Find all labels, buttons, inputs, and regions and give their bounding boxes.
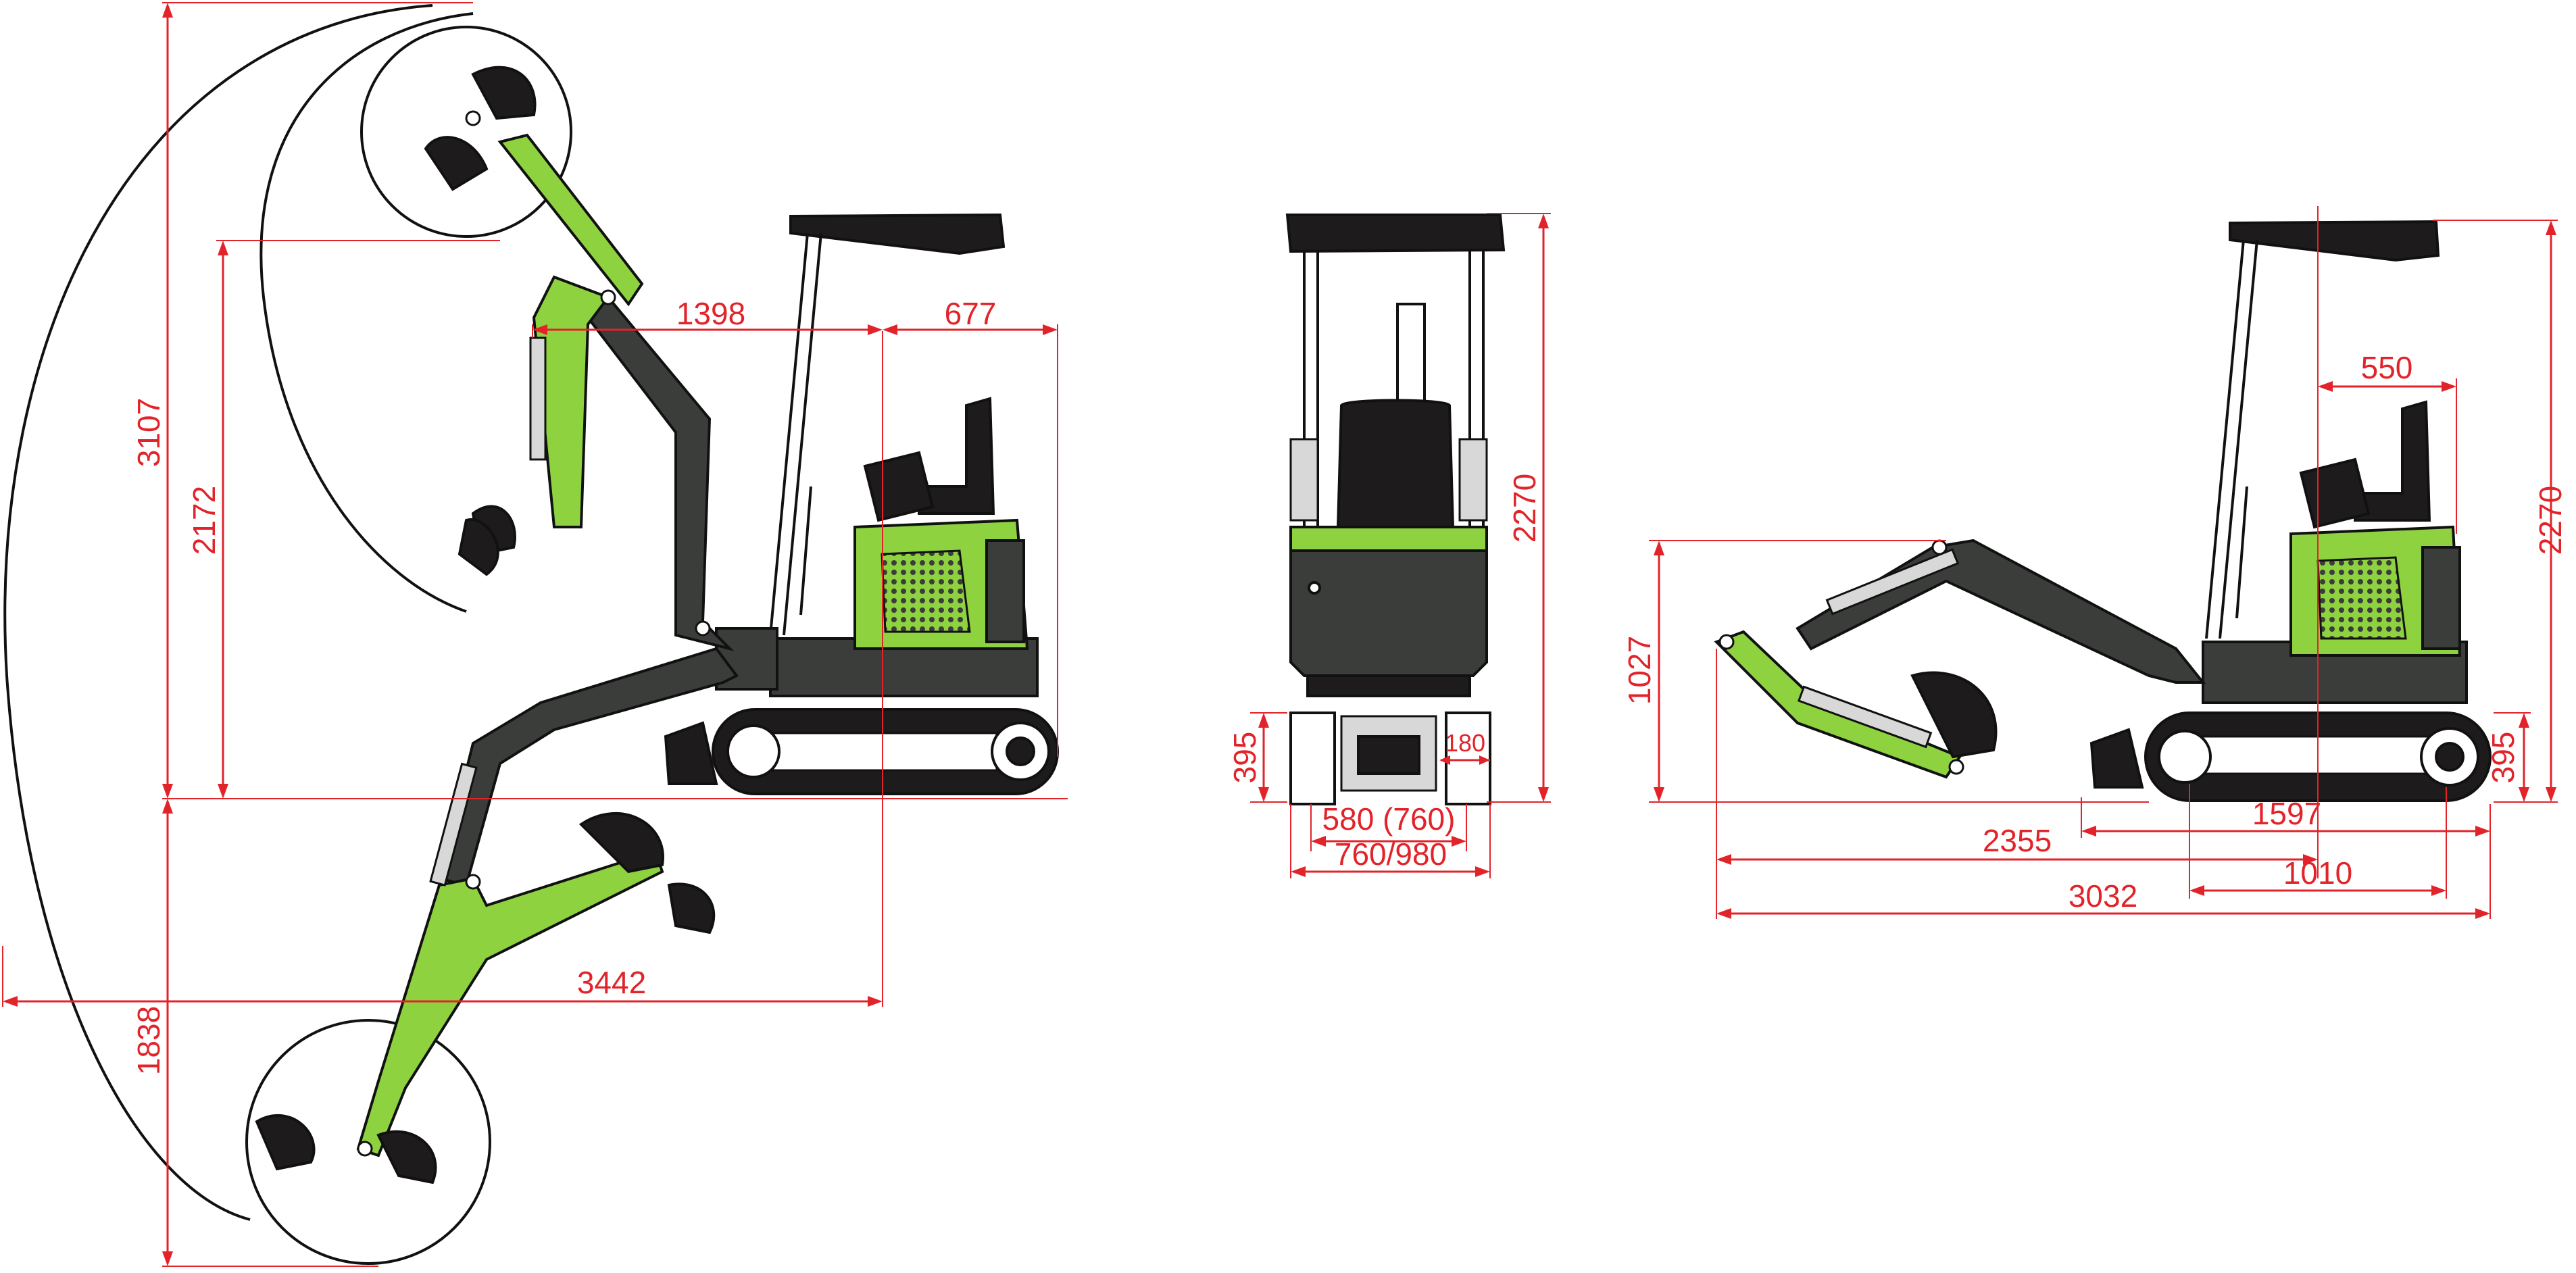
side-rear-panel: [985, 539, 1025, 643]
transport-boom-cylinder: [1825, 548, 1960, 616]
front-blade: [1357, 735, 1420, 775]
dim-length-to-blade: 2355: [1983, 823, 2052, 858]
transport-rear-panel: [2421, 546, 2461, 650]
dim-seat-offset: 550: [2361, 350, 2413, 385]
side-canopy-roof: [789, 213, 1006, 255]
front-left-track: [1289, 712, 1336, 805]
side-view-working-range: 3107 2172 1838 3442 1398: [2, 2, 1068, 1267]
transport-pin-2: [1718, 634, 1735, 650]
upper-pin-1: [465, 110, 481, 126]
dim-max-dump-height: 2172: [187, 486, 222, 555]
transport-engine-grille: [2317, 556, 2407, 640]
side-dimensions: 3107 2172 1838 3442 1398: [2, 2, 1068, 1267]
lower-bucket-deep-2: [376, 1130, 437, 1184]
upper-cylinder: [529, 336, 547, 461]
dim-front-blade-height: 395: [1227, 732, 1262, 784]
dim-track-length: 1597: [2252, 796, 2321, 831]
upper-arm: [497, 133, 644, 307]
front-lower-frame: [1306, 674, 1471, 697]
front-canopy-roof: [1285, 214, 1506, 253]
lower-bucket-curl-2: [667, 882, 716, 934]
side-dozer-blade: [664, 721, 718, 785]
digging-envelope-outer: [3, 4, 433, 1221]
transport-pin-3: [1948, 759, 1964, 775]
dim-front-overall-height: 2270: [1507, 474, 1542, 543]
lower-bucket-circle: [245, 1019, 491, 1265]
side-engine-grille: [881, 549, 971, 633]
dim-tumbler-distance: 1010: [2283, 855, 2352, 891]
transport-arm-cylinder: [1798, 685, 1933, 749]
side-control-lever: [799, 486, 812, 616]
upper-pin-2: [600, 289, 616, 305]
side-track-frame: [745, 732, 998, 772]
dim-reach-offset: 1398: [676, 296, 745, 331]
upper-bucket-dump-2: [457, 518, 499, 576]
side-seat: [918, 397, 995, 515]
transport-canopy-post-2: [2219, 239, 2258, 639]
dim-transport-blade-height: 395: [2485, 732, 2521, 784]
front-view: 2270 395 180 580 (760): [1227, 213, 1551, 878]
side-canopy-post: [769, 232, 809, 636]
lower-cylinder: [429, 762, 478, 887]
dim-track-width: 580 (760): [1322, 801, 1456, 837]
dim-max-digging-height: 3107: [131, 398, 166, 467]
transport-bucket: [1910, 671, 1998, 759]
dim-overall-width: 760/980: [1335, 837, 1447, 872]
dim-tail-length: 677: [945, 296, 997, 331]
transport-console: [2299, 457, 2371, 529]
lower-bucket-curl: [578, 812, 664, 874]
side-control-console: [863, 451, 935, 522]
side-sprocket-hub: [1006, 737, 1035, 766]
boom-upper-position: [424, 66, 735, 651]
transport-canopy-roof: [2229, 220, 2440, 262]
front-seat: [1336, 399, 1455, 528]
front-light: [1308, 581, 1321, 595]
dim-overall-length: 3032: [2069, 878, 2137, 914]
boom-lower-position: [255, 647, 739, 1184]
front-hood: [1289, 526, 1488, 552]
transport-pin-1: [1931, 539, 1948, 555]
front-left-pillar: [1289, 438, 1319, 522]
transport-seat: [2354, 400, 2431, 522]
upper-bucket-high: [471, 66, 537, 120]
transport-canopy-post: [2205, 239, 2245, 639]
transport-sprocket-hub: [2435, 742, 2464, 772]
dim-transport-boom-height: 1027: [1622, 636, 1657, 705]
lower-pin-2: [357, 1141, 373, 1157]
upper-pin-3: [695, 620, 711, 636]
side-canopy-post-2: [783, 232, 822, 636]
dim-max-reach: 3442: [577, 965, 646, 1000]
transport-boom: [1795, 539, 2206, 684]
dim-transport-overall-height: 2270: [2533, 486, 2568, 555]
transport-idler: [2158, 730, 2212, 784]
transport-track-frame: [2178, 735, 2431, 775]
transport-view: 2270 395 1027 550: [1622, 206, 2568, 919]
transport-dimensions: 2270 395 1027 550: [1622, 206, 2568, 919]
upper-bucket-mid: [424, 136, 489, 191]
front-right-pillar: [1458, 438, 1488, 522]
upper-bucket-circle: [360, 26, 572, 238]
transport-dozer-blade: [2089, 728, 2144, 789]
lower-arm: [356, 849, 664, 1157]
lower-bucket-deep: [255, 1114, 316, 1171]
upper-dump-arm: [532, 275, 611, 528]
lower-pin-1: [465, 874, 481, 890]
front-body: [1289, 549, 1488, 677]
digging-envelope-inner: [259, 12, 474, 613]
transport-lever: [2235, 486, 2248, 619]
side-idler: [726, 724, 781, 778]
front-dimensions: 2270 395 180 580 (760): [1227, 213, 1551, 878]
front-boom-column: [1396, 303, 1426, 414]
dim-max-digging-depth: 1838: [131, 1006, 166, 1075]
side-machine: [664, 213, 1059, 795]
dim-track-shoe-width: 180: [1445, 729, 1485, 757]
upper-boom: [586, 295, 735, 651]
